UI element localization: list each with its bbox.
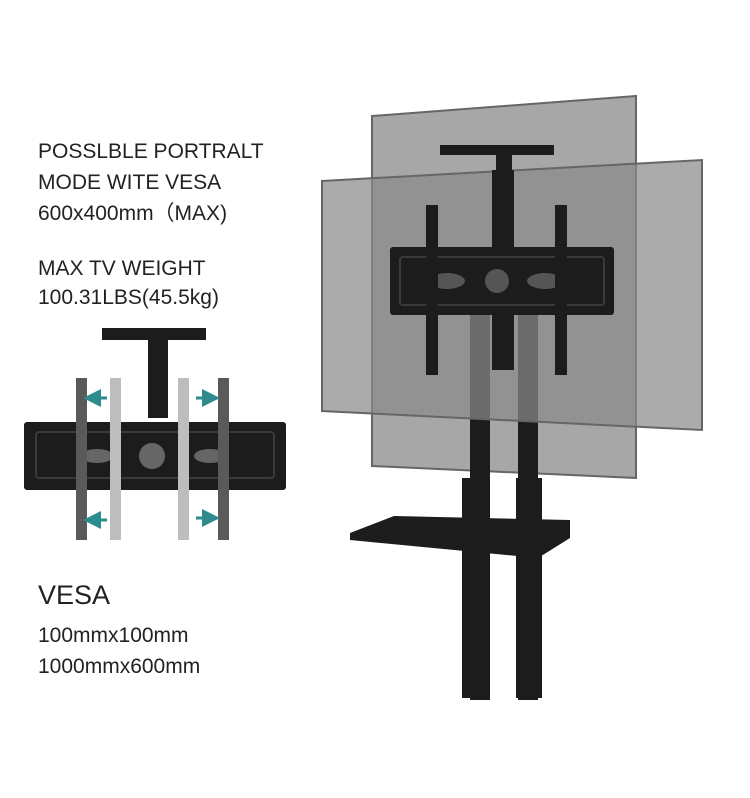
vesa-spec-text: 100mmx100mm 1000mmx600mm — [38, 620, 200, 682]
tv-stand-illustration — [321, 94, 703, 700]
right-vesa-arm — [555, 205, 567, 375]
weight-line-2: 100.31LBS(45.5kg) — [38, 286, 219, 309]
weight-line-1: MAX TV WEIGHT — [38, 257, 206, 280]
mount-detail-illustration — [24, 328, 286, 540]
vesa-heading: VESA — [38, 580, 111, 610]
vesa-line-1: 100mmx100mm — [38, 624, 189, 647]
detail-arm-3 — [178, 378, 189, 540]
portrait-spec-text: POSSLBLE PORTRALT MODE WITE VESA 600x400… — [38, 136, 264, 229]
vesa-line-2: 1000mmx600mm — [38, 655, 201, 678]
detail-arm-4 — [218, 378, 229, 540]
media-shelf — [350, 516, 570, 558]
detail-arm-2 — [110, 378, 121, 540]
weight-spec-text: MAX TV WEIGHT 100.31LBS(45.5kg) — [38, 254, 219, 312]
left-vesa-arm — [426, 205, 438, 375]
detail-top-shelf — [102, 328, 206, 340]
portrait-line-1: POSSLBLE PORTRALT — [38, 140, 264, 163]
top-camera-shelf — [440, 145, 554, 155]
portrait-line-3: 600x400mm（MAX) — [38, 202, 228, 225]
portrait-line-2: MODE WITE VESA — [38, 171, 222, 194]
detail-arm-1 — [76, 378, 87, 540]
